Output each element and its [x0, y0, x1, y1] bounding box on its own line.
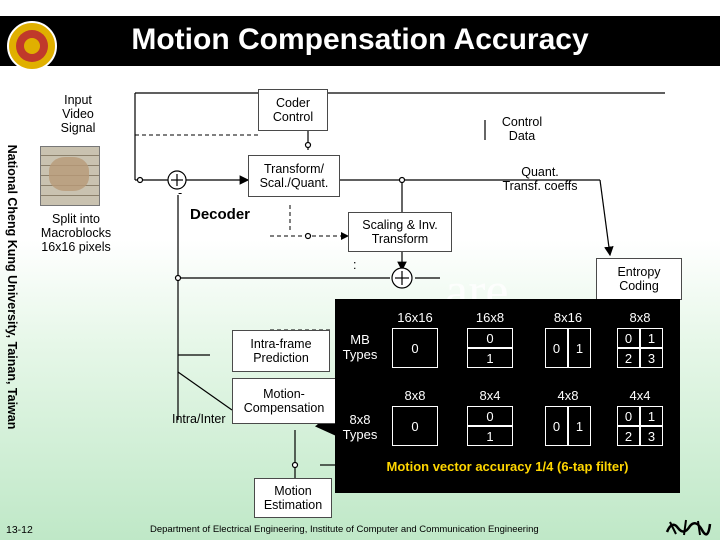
scaling-inv-transform-box: Scaling & Inv. Transform: [348, 212, 452, 252]
mv-accuracy-text: Motion vector accuracy 1/4 (6-tap filter…: [386, 459, 629, 474]
partition-cell: 2: [617, 426, 640, 446]
sub-types-label: 8x8 Types: [342, 412, 378, 442]
partition-cell: 0: [617, 406, 640, 426]
sub-type-name: 4x4: [629, 388, 651, 403]
intra-prediction-box: Intra-frame Prediction: [232, 330, 330, 372]
partition-cell: 1: [467, 348, 513, 368]
partition-cell: 1: [640, 406, 663, 426]
coder-control-box: Coder Control: [258, 89, 328, 131]
sub-type-name: 8x4: [479, 388, 501, 403]
sub-type-name: 4x8: [557, 388, 579, 403]
footer-text: Department of Electrical Engineering, In…: [150, 524, 539, 535]
motion-compensation-box: Motion- Compensation: [232, 378, 336, 424]
motion-estimation-box: Motion Estimation: [254, 478, 332, 518]
colon-sign: :: [353, 258, 357, 272]
intra-inter-label: Intra/Inter: [172, 412, 226, 426]
partition-cell: 1: [568, 328, 591, 368]
partition-cell: 1: [640, 328, 663, 348]
title-bar: [0, 16, 720, 66]
partition-cell: 0: [467, 406, 513, 426]
page-title: Motion Compensation Accuracy: [131, 23, 589, 56]
mb-type-name: 16x16: [397, 310, 433, 325]
partition-cell: 0: [392, 328, 438, 368]
partition-cell: 0: [467, 328, 513, 348]
input-video-label: Input Video Signal: [60, 93, 96, 135]
page-number: 13-12: [6, 524, 33, 536]
university-seal-icon: [7, 21, 57, 71]
partition-cell: 0: [545, 406, 568, 446]
entropy-coding-box: Entropy Coding: [596, 258, 682, 300]
partition-cell: 3: [640, 426, 663, 446]
video-thumbnail: [40, 146, 100, 206]
mb-type-name: 16x8: [475, 310, 505, 325]
quant-coeffs-label: Quant. Transf. coeffs: [502, 165, 578, 193]
partition-cell: 1: [568, 406, 591, 446]
partition-cell: 3: [640, 348, 663, 368]
partition-cell: 0: [545, 328, 568, 368]
partition-cell: 0: [392, 406, 438, 446]
partition-cell: 2: [617, 348, 640, 368]
university-calligraphy-logo: [665, 519, 712, 536]
partition-cell: 0: [617, 328, 640, 348]
mb-type-name: 8x8: [629, 310, 651, 325]
partition-cell: 1: [467, 426, 513, 446]
decoder-label: Decoder: [190, 206, 251, 223]
split-macroblocks-label: Split into Macroblocks 16x16 pixels: [40, 212, 112, 254]
transform-quant-box: Transform/ Scal./Quant.: [248, 155, 340, 197]
mb-type-name: 8x16: [553, 310, 583, 325]
mb-types-label: MB Types: [342, 332, 378, 362]
sub-type-name: 8x8: [404, 388, 426, 403]
control-data-label: Control Data: [501, 115, 543, 143]
minus-sign: -: [178, 186, 183, 200]
